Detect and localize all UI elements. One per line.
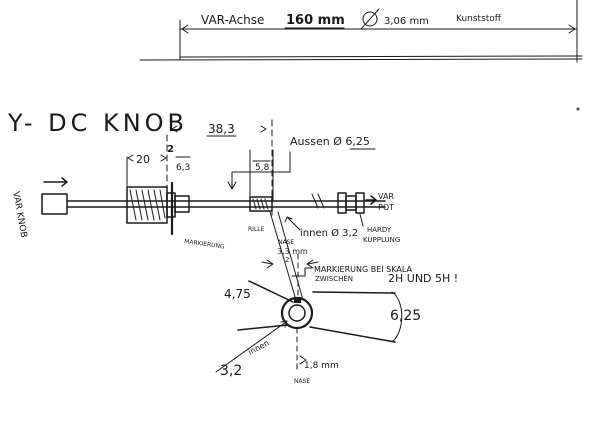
note-line-2: ZWISCHEN — [315, 275, 353, 283]
outer-leader-arrow — [227, 181, 237, 190]
note-leader — [291, 267, 313, 277]
section-leader-left — [269, 211, 297, 301]
var-knob-arrow — [43, 177, 68, 187]
dim-2-small: 2 — [285, 256, 289, 264]
top-base-line-2 — [179, 55, 583, 58]
hardy-label-1: HARDY — [367, 226, 392, 234]
top-arrow-left — [181, 24, 189, 34]
heading: Y- DC KNOB — [7, 109, 188, 137]
dim-4-75: 4,75 — [224, 287, 251, 301]
top-note-length: 160 mm — [286, 13, 345, 28]
var-pot-label-2: POT — [378, 203, 394, 212]
var-pot-label-1: VAR — [378, 192, 394, 201]
shaft-break-marks — [311, 193, 325, 209]
groove-hatching — [252, 198, 269, 210]
top-note-prefix: VAR-Achse — [201, 13, 264, 27]
section-arrow-left — [261, 259, 274, 269]
arrow-20-left — [127, 154, 134, 162]
hardy-leader — [359, 213, 364, 227]
inner-diameter-label: innen Ø 3,2 — [300, 227, 358, 239]
top-note: VAR-Achse 160 mm 3,06 mm Kunststoff — [139, 0, 583, 63]
note-line-3: 2H UND 5H ! — [388, 272, 458, 285]
diameter-symbol-circle — [362, 11, 378, 27]
speck — [576, 107, 580, 111]
dim-1-8: 1,8 mm — [304, 361, 339, 371]
inner-dim-line — [215, 321, 287, 373]
dim-20: 20 — [136, 153, 150, 166]
body-edge-bottom-right — [309, 326, 396, 343]
dim-3-3: 3,3 mm — [277, 247, 308, 256]
coupling-right — [355, 192, 365, 214]
cross-section: NASE 3,3 mm 2 MARKIERUNG BEI SKALA ZWISC… — [215, 211, 458, 385]
hardy-label-2: KUPPLUNG — [363, 236, 400, 244]
dim-6-25-arc — [391, 291, 403, 343]
arrow-383-right — [260, 125, 267, 133]
rille-label: RILLE — [248, 226, 265, 233]
nase-bottom-label: NASE — [294, 378, 310, 385]
arrow-20-right — [160, 154, 167, 162]
arrow-383-left — [171, 125, 178, 133]
var-pot-arrow — [365, 195, 377, 205]
inner-leader — [284, 216, 301, 231]
markierung-label: MARKIERUNG — [184, 238, 226, 251]
outer-diameter-label: Aussen Ø 6,25 — [290, 135, 370, 148]
top-note-diameter: 3,06 mm — [384, 16, 429, 27]
knob-hatching — [129, 189, 166, 221]
outer-leader — [231, 151, 291, 189]
knob-end-block — [41, 193, 68, 215]
top-note-material: Kunststoff — [456, 14, 502, 24]
coupling-center — [345, 195, 357, 211]
section-ring-inner — [288, 304, 306, 322]
section-leader-right — [277, 211, 304, 301]
dim-6-3: 6,3 — [176, 163, 190, 173]
groove-part — [249, 196, 273, 212]
coupling-left — [337, 192, 347, 214]
section-nose-marker — [294, 297, 301, 303]
body-edge-top-left — [248, 280, 294, 303]
nase-dim-arrow — [299, 355, 307, 365]
top-base-line — [139, 58, 583, 61]
section-arrow-right — [306, 259, 319, 269]
note-line-1: MARKIERUNG BEI SKALA — [314, 265, 412, 274]
dim-3-2: 3,2 — [220, 363, 242, 379]
var-knob-label: VAR KNOB — [10, 191, 28, 239]
dim-5-8: 5,8 — [255, 163, 270, 173]
top-arrow-right — [568, 24, 576, 34]
dim-2: 2 — [167, 144, 174, 155]
diameter-symbol-slash — [360, 8, 380, 30]
dim-6-25: 6,25 — [390, 308, 421, 324]
body-edge-top-right — [312, 291, 396, 294]
knob-collar — [174, 195, 190, 213]
dim-38-3: 38,3 — [208, 122, 235, 136]
inner-dim-arrow — [280, 320, 288, 328]
body-edge-bottom-left — [237, 324, 289, 331]
